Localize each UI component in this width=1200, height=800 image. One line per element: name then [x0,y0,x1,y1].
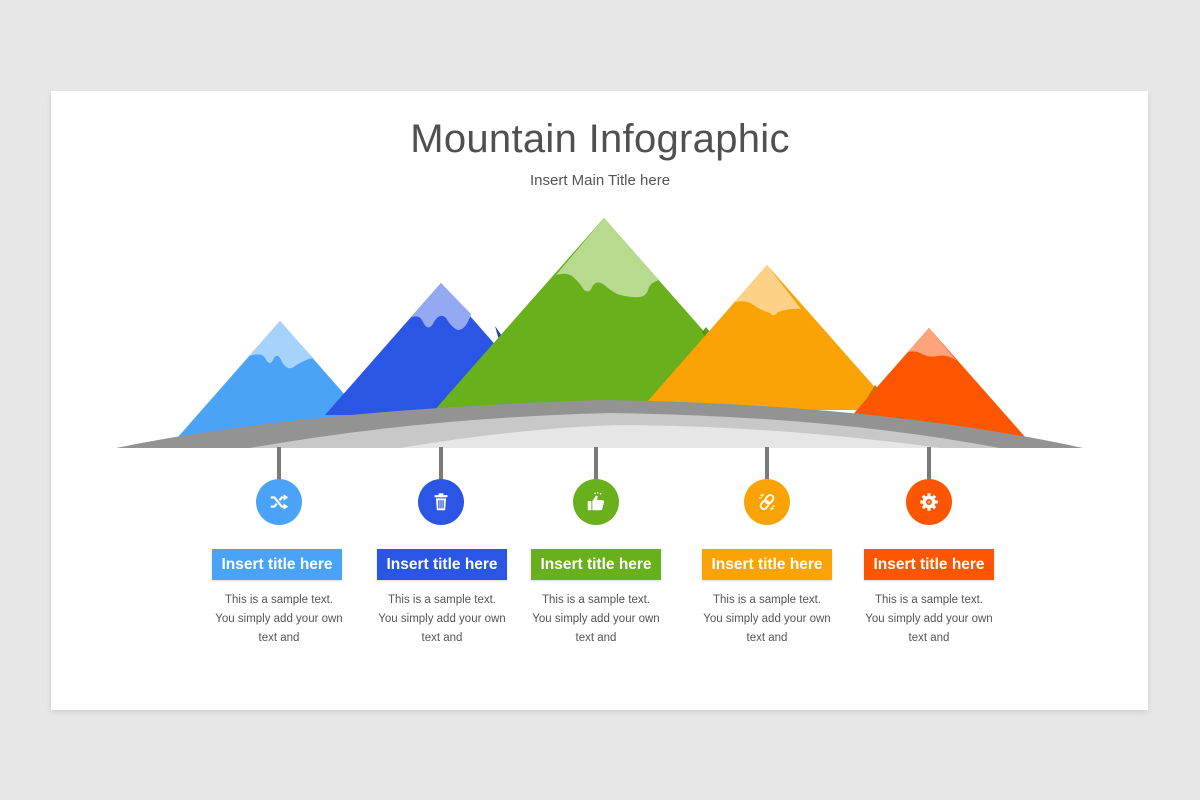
broken-link-icon [759,493,775,511]
page-title: Mountain Infographic [410,117,790,161]
item-title-1: Insert title here [212,549,342,580]
trash-icon [434,493,448,511]
item-description-4: This is a sample text. You simply add yo… [687,591,847,648]
icon-circle-3 [573,479,619,525]
desc-line: You simply add your own [865,613,993,625]
mountain-5 [850,328,1026,438]
connector-line [594,447,598,481]
desc-line: text and [258,632,300,644]
desc-line: This is a sample text. [712,594,821,606]
connector-line [277,447,281,481]
thumbs-up-icon [587,492,605,511]
item-title-3: Insert title here [531,549,661,580]
ground [116,400,1083,448]
connector-line [765,447,769,481]
item-description-5: This is a sample text. You simply add yo… [849,591,1009,648]
desc-line: text and [908,632,950,644]
page-subtitle: Insert Main Title here [529,172,671,189]
desc-line: text and [575,632,617,644]
item-title-4: Insert title here [702,549,832,580]
gear-icon [920,493,938,511]
item-description-1: This is a sample text. You simply add yo… [199,591,359,648]
connector-line [439,447,443,481]
desc-line: This is a sample text. [541,594,650,606]
desc-line: This is a sample text. [874,594,983,606]
icon-circle-1 [256,479,302,525]
item-description-2: This is a sample text. You simply add yo… [362,591,522,648]
desc-line: text and [421,632,463,644]
desc-line: You simply add your own [532,613,660,625]
item-description-3: This is a sample text. You simply add yo… [516,591,676,648]
mountain-1 [178,321,382,437]
shuffle-icon [270,494,289,510]
icon-circle-5 [906,479,952,525]
desc-line: You simply add your own [703,613,831,625]
connector-line [927,447,931,481]
icon-circle-2 [418,479,464,525]
desc-line: This is a sample text. [224,594,333,606]
item-title-5: Insert title here [864,549,994,580]
desc-line: This is a sample text. [387,594,496,606]
desc-line: text and [746,632,788,644]
item-title-2: Insert title here [377,549,507,580]
desc-line: You simply add your own [378,613,506,625]
icon-circle-4 [744,479,790,525]
desc-line: You simply add your own [215,613,343,625]
